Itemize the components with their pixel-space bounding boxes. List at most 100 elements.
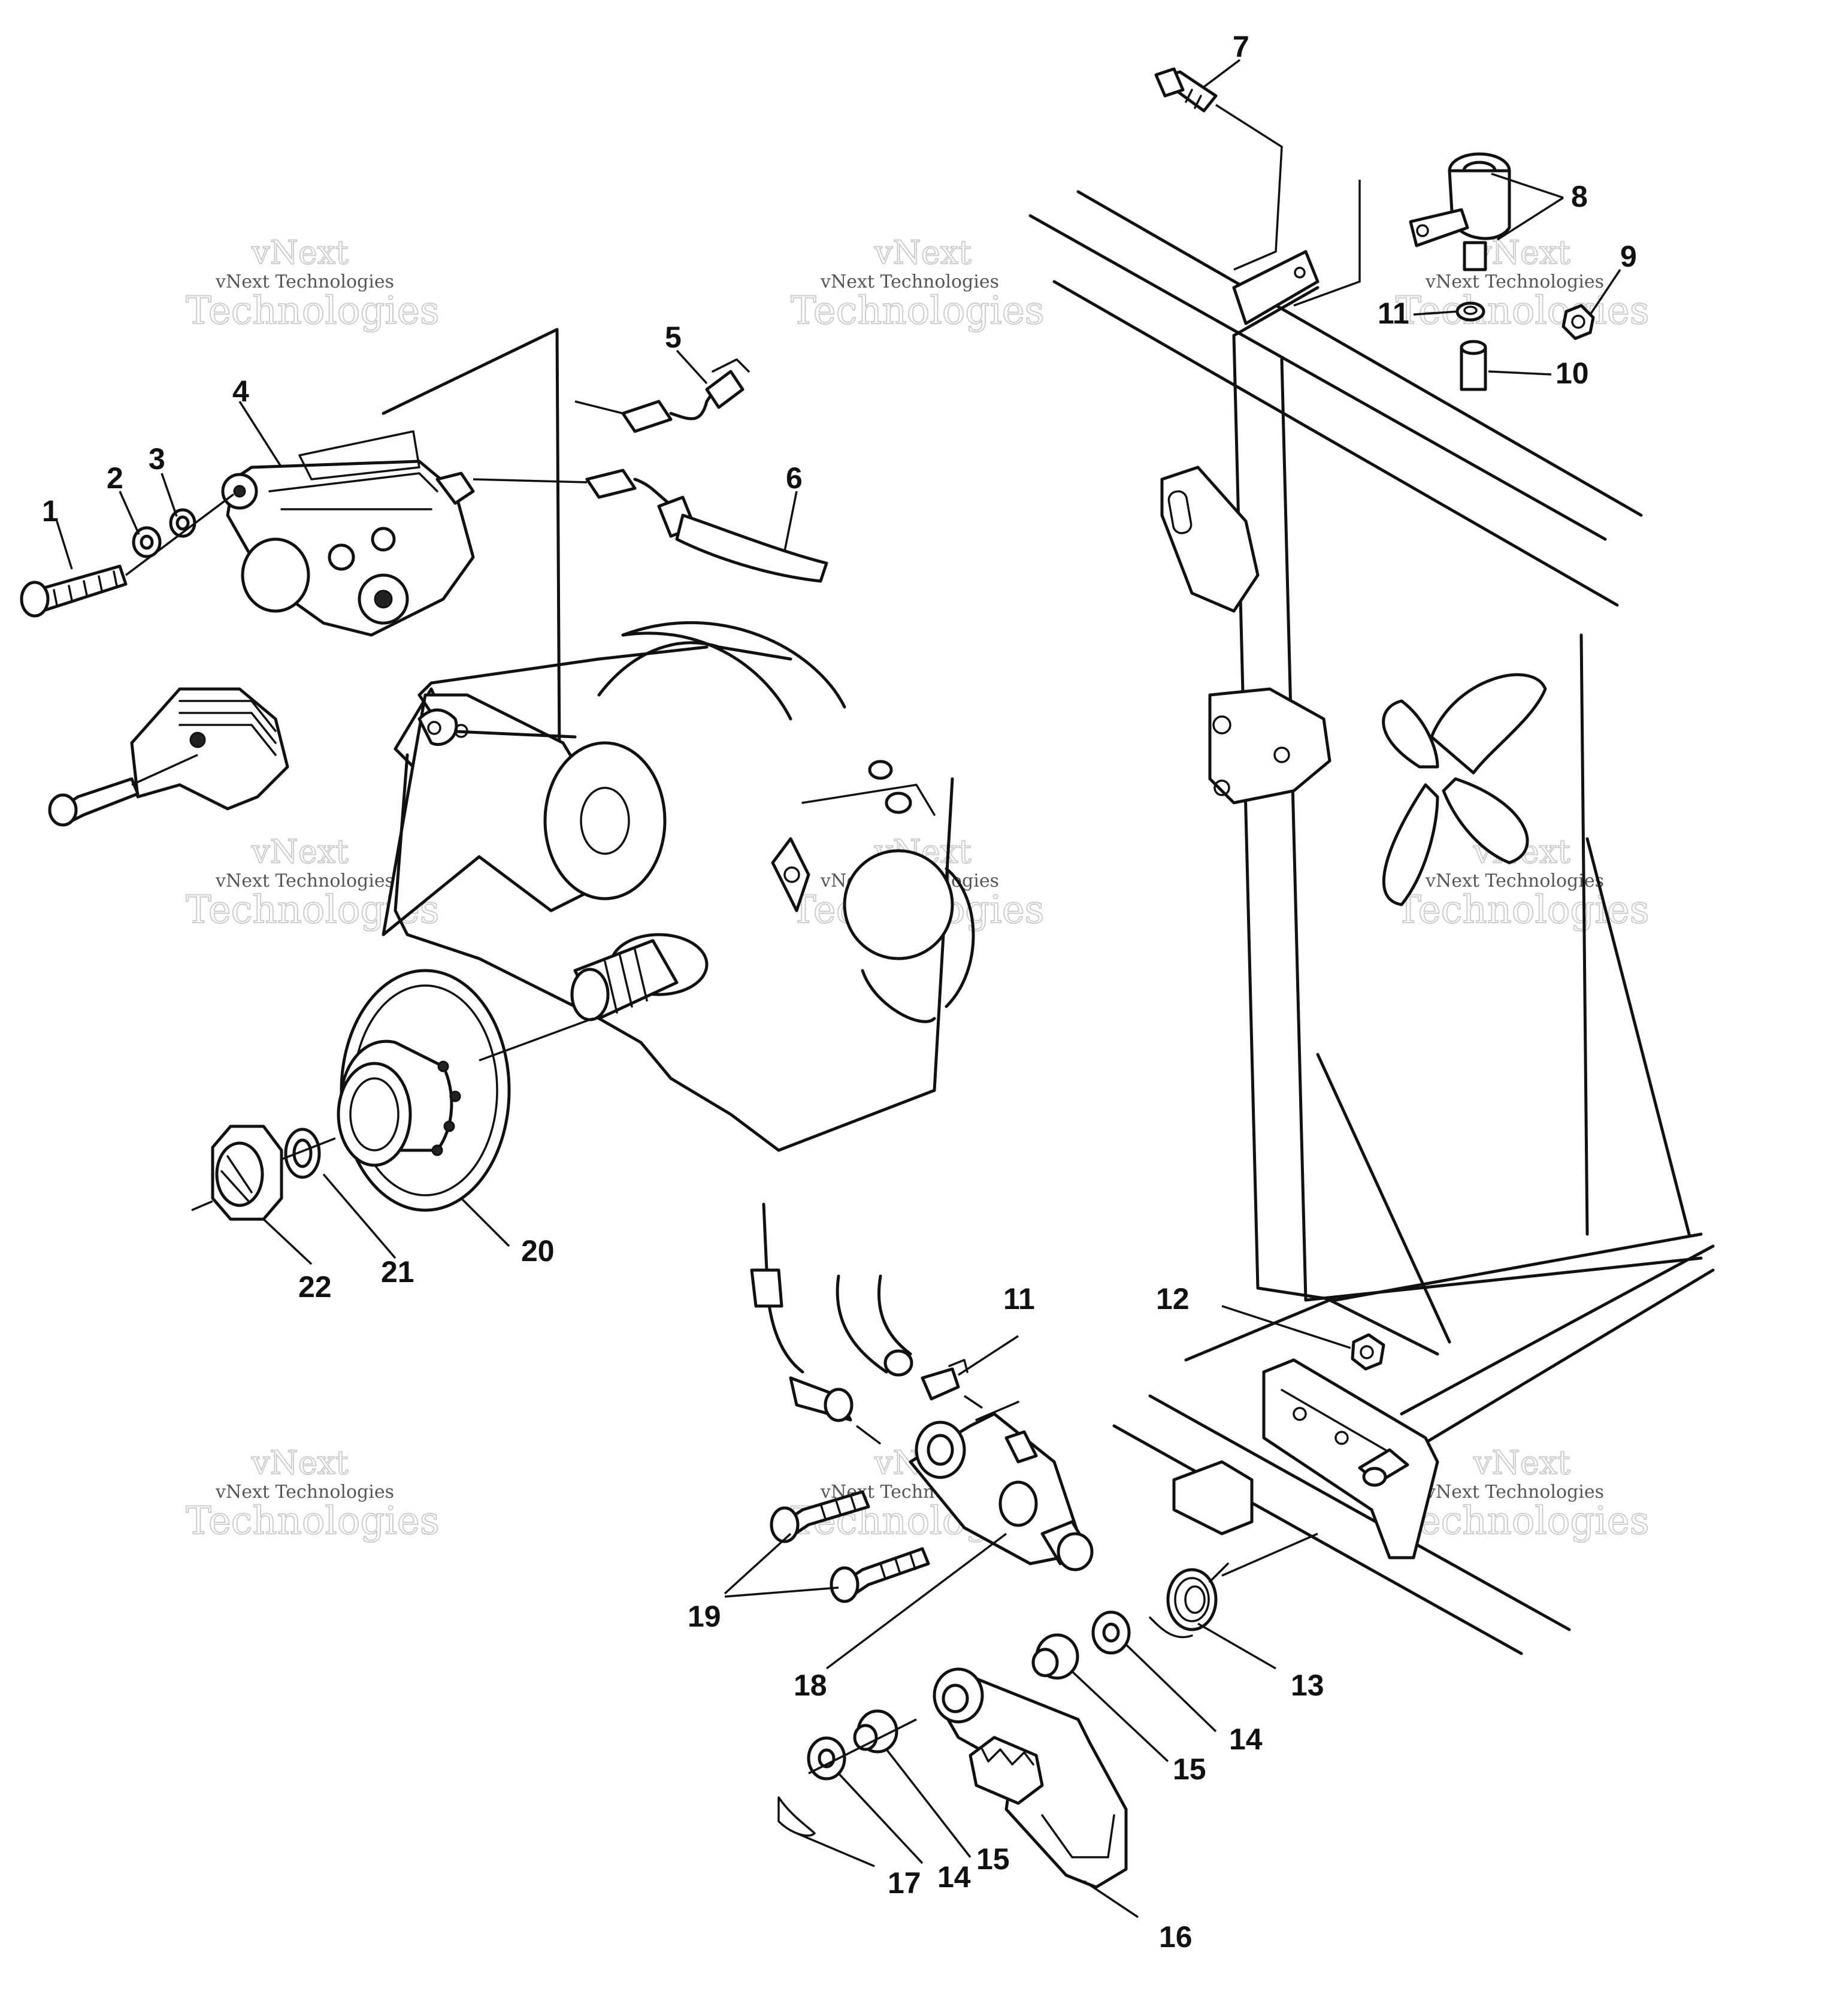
svg-text:vNext: vNext bbox=[251, 1444, 349, 1482]
bolt-7 bbox=[1154, 67, 1283, 271]
linkage-knob-1 bbox=[868, 760, 893, 780]
washer-14-upper bbox=[1091, 1610, 1131, 1655]
callout-8: 8 bbox=[1571, 180, 1588, 213]
caliper-clip bbox=[298, 430, 420, 480]
nut-22 bbox=[191, 1125, 336, 1221]
master-cylinder bbox=[909, 1401, 1094, 1571]
svg-text:vNext Technologies: vNext Technologies bbox=[1425, 871, 1604, 891]
fan-blade-4 bbox=[1382, 699, 1439, 769]
brake-hose-6 bbox=[473, 469, 828, 583]
svg-text:vNext Technologies: vNext Technologies bbox=[1425, 1482, 1604, 1503]
svg-text:Technologies: Technologies bbox=[1396, 888, 1650, 932]
callout-12: 12 bbox=[1156, 1282, 1190, 1316]
caliper-piston bbox=[241, 537, 310, 613]
callout-1: 1 bbox=[42, 494, 59, 528]
callout-6: 6 bbox=[786, 461, 803, 495]
svg-text:vNext Technologies: vNext Technologies bbox=[820, 271, 999, 292]
svg-text:Technologies: Technologies bbox=[791, 289, 1045, 333]
svg-text:vNext: vNext bbox=[1473, 1444, 1570, 1482]
brake-line-fitting-5 bbox=[574, 358, 750, 433]
watermark-9: vNext Technologies vNext Technologies bbox=[1395, 1443, 1650, 1544]
watermark-7: vNext Technologies vNext Technologies bbox=[185, 1443, 440, 1544]
svg-text:Technologies: Technologies bbox=[186, 289, 440, 333]
callout-5: 5 bbox=[665, 321, 682, 354]
callout-2: 2 bbox=[107, 461, 123, 495]
engine-case bbox=[382, 328, 975, 1152]
watermark-2: vNext Technologies vNext Technologies bbox=[790, 233, 1045, 334]
watermark-6: vNext Technologies vNext Technologies bbox=[1395, 832, 1650, 933]
callout-labels: 1 2 3 4 5 6 7 8 9 10 11 11 12 13 14 14 1… bbox=[42, 30, 1637, 1954]
case-ear bbox=[771, 837, 810, 912]
brake-cable bbox=[750, 1202, 882, 1445]
fan-blade-3 bbox=[1382, 783, 1439, 906]
callout-3: 3 bbox=[149, 442, 165, 476]
washer-21 bbox=[284, 1128, 321, 1179]
callout-14-lower: 14 bbox=[937, 1860, 971, 1894]
callout-14-upper: 14 bbox=[1229, 1722, 1263, 1756]
vehicle-frame bbox=[1028, 190, 1715, 1655]
callout-4: 4 bbox=[232, 374, 249, 408]
watermark-4: vNext Technologies vNext Technologies bbox=[185, 832, 440, 933]
brake-pedal bbox=[933, 1667, 1128, 1889]
leader-lines bbox=[56, 59, 1621, 1918]
svg-text:vNext Technologies: vNext Technologies bbox=[1425, 271, 1604, 292]
frame-bracket-lower bbox=[1208, 687, 1331, 805]
pivot-ear-left bbox=[417, 708, 458, 746]
fan-blade-2 bbox=[1442, 777, 1529, 865]
caliper-bolt bbox=[20, 564, 128, 618]
svg-text:vNext: vNext bbox=[874, 234, 972, 271]
callout-21: 21 bbox=[381, 1255, 414, 1289]
brake-disc bbox=[337, 969, 594, 1212]
pedal-bracket bbox=[1262, 1358, 1439, 1559]
svg-text:vNext: vNext bbox=[251, 234, 349, 271]
engine-boss bbox=[543, 741, 667, 900]
callout-18: 18 bbox=[794, 1669, 827, 1702]
svg-text:vNext: vNext bbox=[251, 833, 349, 871]
bolt-19-upper bbox=[770, 1490, 870, 1543]
hose-clamp-11 bbox=[921, 1359, 983, 1409]
brake-pads bbox=[130, 687, 289, 811]
cotter-pin-17 bbox=[777, 1718, 917, 1837]
svg-text:Technologies: Technologies bbox=[1396, 289, 1650, 333]
linkage-knob-2 bbox=[885, 791, 912, 814]
side-housing bbox=[843, 849, 954, 960]
caliper-bolt-axis bbox=[125, 493, 235, 576]
spring-13 bbox=[1149, 1533, 1318, 1639]
bushing-15-upper bbox=[1031, 1633, 1079, 1680]
svg-text:vNext Technologies: vNext Technologies bbox=[215, 1482, 394, 1503]
watermark-3: vNext Technologies vNext Technologies bbox=[1395, 233, 1650, 334]
callout-11-top: 11 bbox=[1378, 297, 1409, 330]
svg-text:vNext Technologies: vNext Technologies bbox=[215, 871, 394, 891]
callout-10: 10 bbox=[1555, 356, 1589, 390]
washer-2 bbox=[132, 526, 162, 558]
bolt-19-lower bbox=[830, 1547, 930, 1603]
frame-bracket-small bbox=[1172, 1460, 1254, 1536]
pad-pin bbox=[48, 754, 198, 827]
svg-text:vNext Technologies: vNext Technologies bbox=[215, 271, 394, 292]
brake-reservoir bbox=[1293, 152, 1511, 307]
callout-9: 9 bbox=[1620, 240, 1637, 273]
svg-text:Technologies: Technologies bbox=[186, 1499, 440, 1543]
callout-20: 20 bbox=[521, 1234, 555, 1268]
callout-15-upper: 15 bbox=[1173, 1752, 1206, 1786]
frame-bracket-upper bbox=[1160, 466, 1260, 613]
nut-12 bbox=[1351, 1333, 1385, 1371]
callout-13: 13 bbox=[1291, 1669, 1324, 1702]
callout-22: 22 bbox=[298, 1270, 332, 1304]
callout-11-lower: 11 bbox=[1003, 1282, 1035, 1316]
brake-caliper bbox=[221, 430, 475, 637]
callout-17: 17 bbox=[888, 1866, 921, 1900]
caliper-fitting bbox=[435, 471, 475, 505]
watermark-1: vNext Technologies vNext Technologies bbox=[185, 233, 440, 334]
sleeve-10 bbox=[1460, 340, 1487, 391]
nut-9 bbox=[1561, 304, 1595, 340]
callout-15-lower: 15 bbox=[976, 1842, 1010, 1876]
callout-19: 19 bbox=[688, 1600, 721, 1633]
bushing-15-lower bbox=[853, 1709, 898, 1754]
svg-text:Technologies: Technologies bbox=[1396, 1499, 1650, 1543]
callout-16: 16 bbox=[1159, 1920, 1193, 1954]
brake-hose-lower bbox=[836, 1274, 913, 1377]
washer-11-top bbox=[1455, 301, 1485, 322]
callout-7: 7 bbox=[1233, 30, 1249, 64]
